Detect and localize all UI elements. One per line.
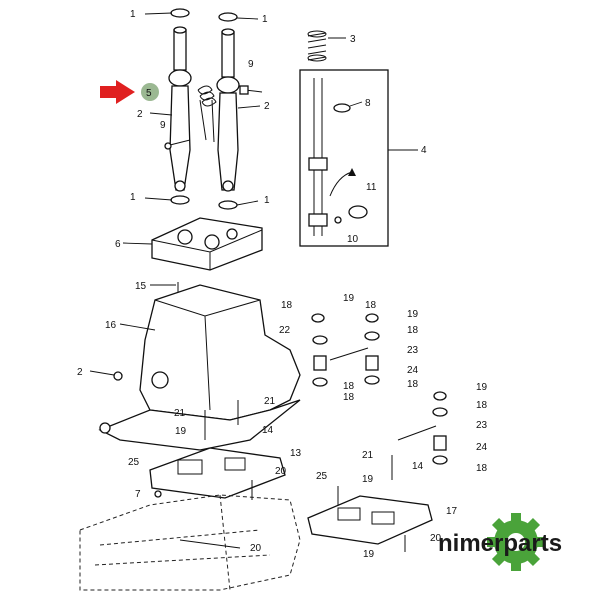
callout-label: 1 bbox=[130, 9, 136, 20]
callout-label: 1 bbox=[130, 192, 136, 203]
detail-box bbox=[299, 69, 389, 247]
callout-label: 24 bbox=[476, 442, 488, 453]
callout-label: 14 bbox=[262, 425, 274, 436]
callout-label: 8 bbox=[365, 98, 371, 109]
leader-lines bbox=[89, 12, 418, 549]
gasket-plate-right bbox=[307, 495, 433, 545]
callout-label: 7 bbox=[135, 489, 141, 500]
callout-label: 18 bbox=[343, 392, 355, 403]
left-shift-rod bbox=[168, 8, 192, 205]
callout-label: 19 bbox=[175, 426, 187, 437]
callout-label: 18 bbox=[476, 463, 488, 474]
callout-label: 20 bbox=[275, 466, 287, 477]
callout-label: 3 bbox=[350, 34, 356, 45]
center-shift-rod bbox=[216, 12, 240, 210]
callout-label: 2 bbox=[137, 109, 143, 120]
callout-label: 25 bbox=[128, 457, 140, 468]
callout-label: 23 bbox=[407, 345, 419, 356]
gearshift-housing bbox=[98, 282, 301, 451]
callout-label: 19 bbox=[362, 474, 374, 485]
callout-label: 19 bbox=[476, 382, 488, 393]
callout-label: 18 bbox=[281, 300, 293, 311]
callout-label: 4 bbox=[421, 145, 427, 156]
callout-label: 18 bbox=[407, 325, 419, 336]
callout-label: 10 bbox=[347, 234, 359, 245]
detent-stack-c bbox=[397, 391, 448, 465]
torsion-spring bbox=[197, 85, 217, 143]
callout-label: 23 bbox=[476, 420, 488, 431]
detent-stack-b bbox=[329, 313, 380, 385]
callout-label: 21 bbox=[174, 408, 186, 419]
highlight-arrow bbox=[100, 80, 135, 104]
callout-label: 21 bbox=[362, 450, 374, 461]
callout-label: 1 bbox=[264, 195, 270, 206]
callout-label: 20 bbox=[250, 543, 262, 554]
brand-name: nimerparts bbox=[438, 530, 562, 557]
callout-label: 13 bbox=[290, 448, 302, 459]
callout-label: 18 bbox=[343, 381, 355, 392]
callout-label: 25 bbox=[316, 471, 328, 482]
callout-label: 2 bbox=[264, 101, 270, 112]
gasket-plate-left bbox=[149, 447, 286, 499]
callout-label: 9 bbox=[248, 59, 254, 70]
callout-label: 17 bbox=[446, 506, 458, 517]
callout-label: 20 bbox=[430, 533, 442, 544]
callout-label: 11 bbox=[366, 182, 377, 193]
detent-stack-a bbox=[311, 313, 328, 387]
callout-label: 24 bbox=[407, 365, 419, 376]
top-cover-plate bbox=[151, 217, 263, 271]
brand-logo: nimerparts bbox=[438, 513, 562, 571]
callout-label: 18 bbox=[365, 300, 377, 311]
compression-spring bbox=[307, 30, 327, 62]
callout-5-marker bbox=[141, 83, 159, 101]
transmission-outline bbox=[79, 494, 301, 591]
callout-label: 9 bbox=[160, 120, 166, 131]
callout-label: 18 bbox=[476, 400, 488, 411]
callout-label: 15 bbox=[135, 281, 147, 292]
callout-label: 6 bbox=[115, 239, 121, 250]
callout-label: 5 bbox=[146, 88, 152, 99]
callout-label: 22 bbox=[279, 325, 291, 336]
callout-label: 19 bbox=[407, 309, 419, 320]
callout-label: 18 bbox=[407, 379, 419, 390]
callout-label: 1 bbox=[262, 14, 268, 25]
callout-label: 14 bbox=[412, 461, 424, 472]
callout-label: 2 bbox=[77, 367, 83, 378]
callout-label: 19 bbox=[343, 293, 355, 304]
callout-label: 16 bbox=[105, 320, 117, 331]
callout-label: 21 bbox=[264, 396, 276, 407]
callout-label: 19 bbox=[363, 549, 375, 560]
